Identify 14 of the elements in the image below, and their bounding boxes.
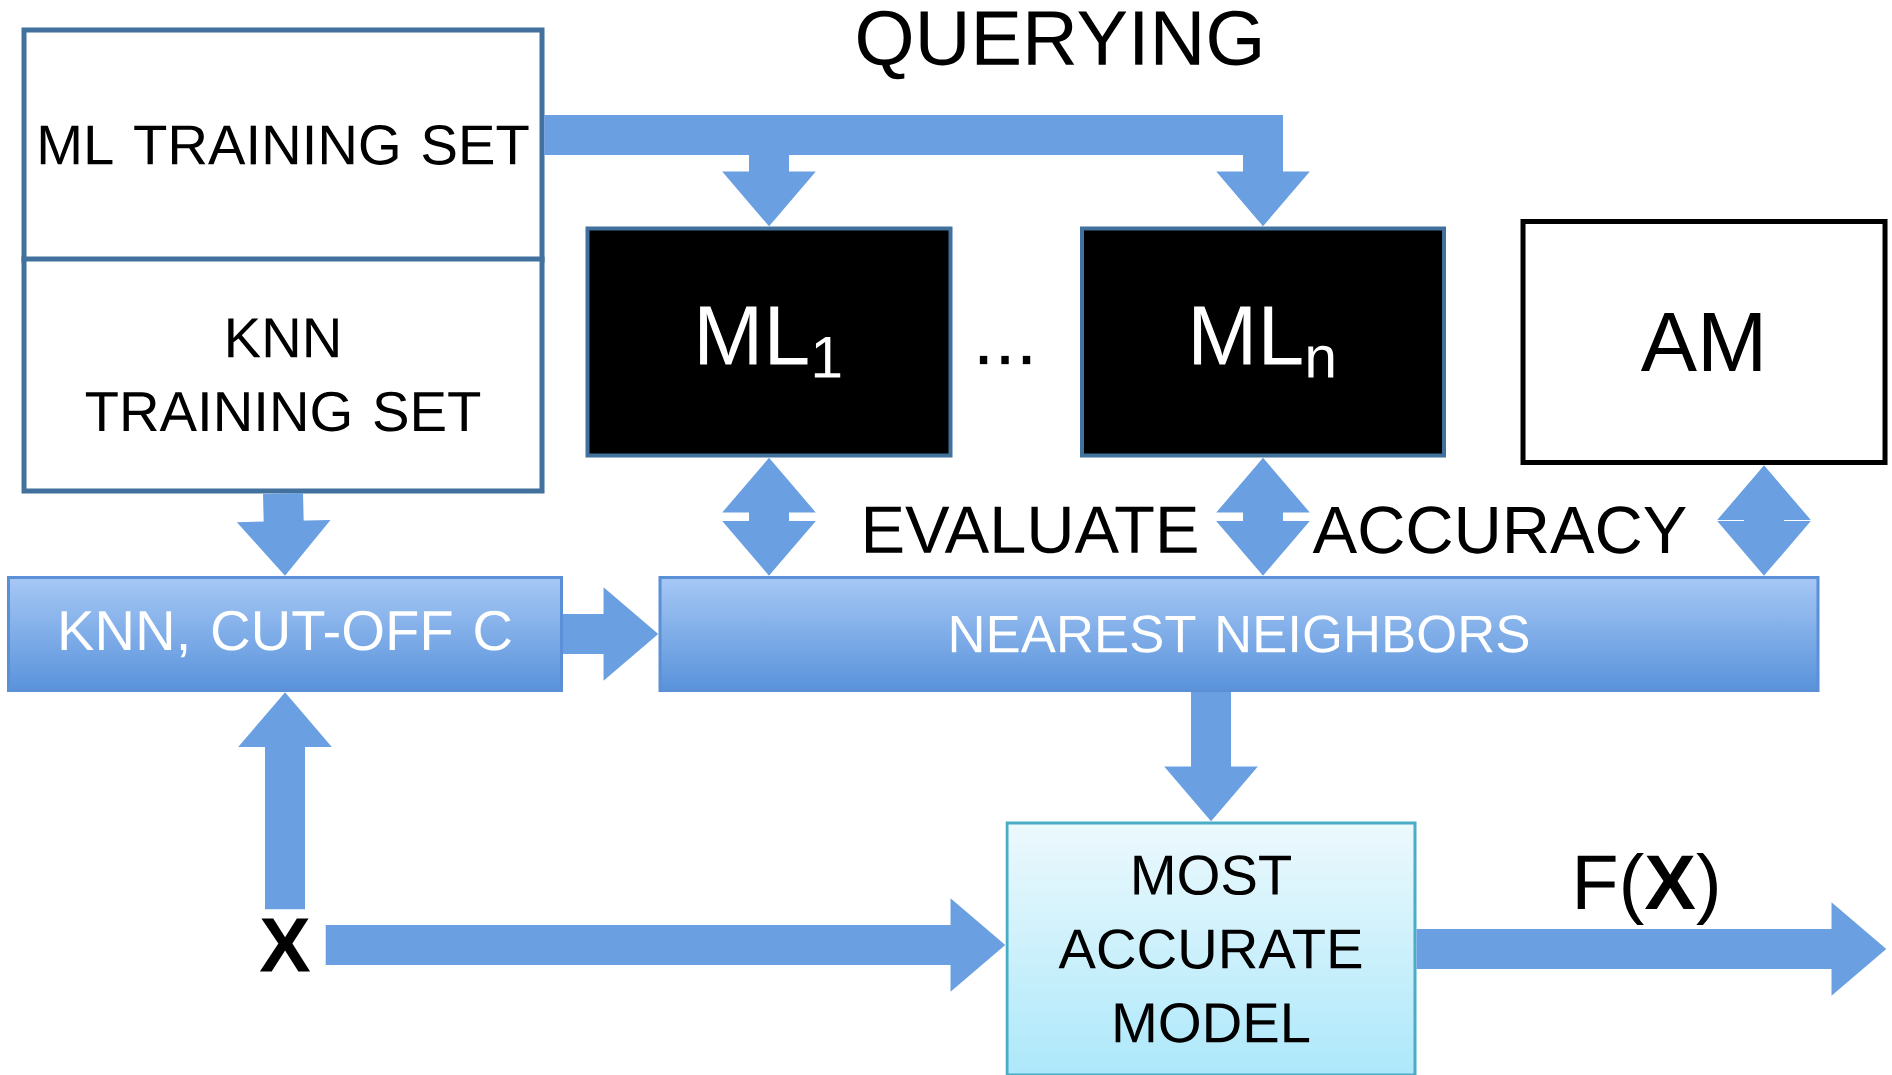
label-text: EVALUATE: [866, 506, 1197, 554]
text-box: KNN TRAINING SET: [21, 256, 545, 494]
process-bar: KNN, CUT-OFF C: [7, 576, 563, 692]
input-label: X: [259, 918, 311, 972]
label-text: QUERYING: [858, 10, 1260, 80]
model-box: ML$_{1}$: [585, 226, 953, 458]
label-text: ACCURACY: [1312, 506, 1686, 554]
label-text: ...: [979, 355, 1031, 365]
model-box: ML$_{n}$: [1080, 226, 1446, 458]
process-bar: NEAREST NEIGHBORS: [658, 576, 1820, 692]
text-box: ML TRAINING SET: [21, 27, 545, 263]
edge-label: F(X): [1577, 852, 1717, 925]
output-box: MOST ACCURATE MODEL: [1005, 821, 1417, 1075]
model-box: AM: [1520, 219, 1888, 465]
